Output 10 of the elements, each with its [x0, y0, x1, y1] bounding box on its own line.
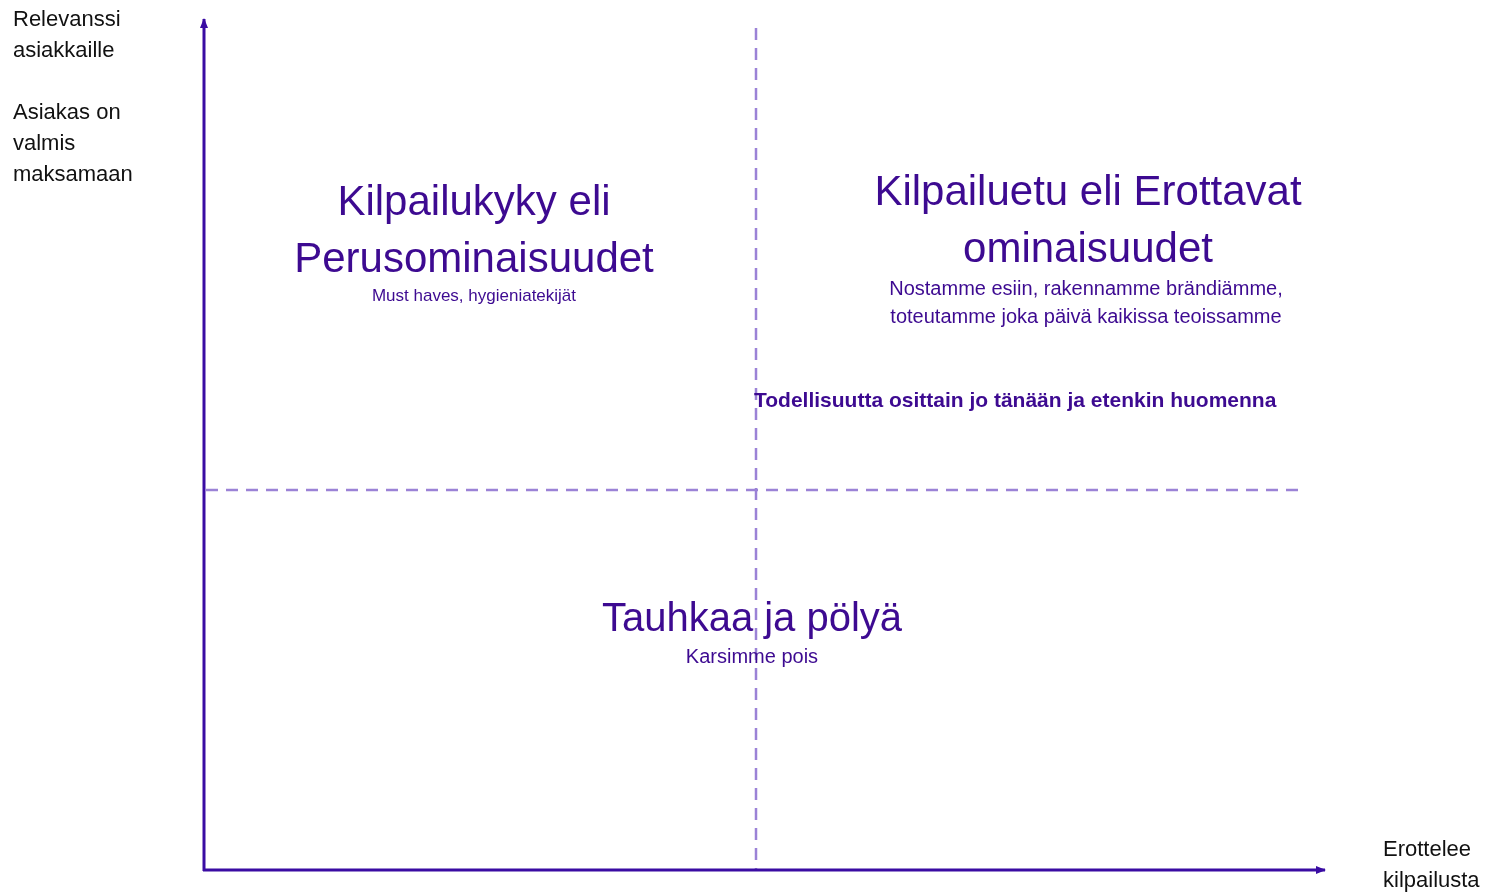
axis-label: Relevanssi asiakkaille [13, 5, 122, 64]
quadrant-description: Nostamme esiin, rakennamme brändiämme, toteutamme joka päivä kaikissa teoissamme [888, 276, 1284, 329]
axis-label: Erottelee kilpailusta [1383, 835, 1481, 894]
note: Todellisuutta osittain jo tänään ja etenkin huomenna [754, 387, 1277, 413]
axis-label: Asiakas on valmis maksamaan [13, 98, 134, 188]
quadrant-title: Kilpailuetu eli Erottavat ominaisuudet [873, 166, 1303, 273]
quadrant-title: Kilpailukyky eli Perusominaisuudet [293, 176, 655, 283]
quadrant-description: Karsimme pois [684, 644, 820, 669]
quadrant-title: Tauhkaa ja pölyä [600, 594, 904, 641]
quadrant-description: Must haves, hygieniatekijät [370, 285, 578, 307]
